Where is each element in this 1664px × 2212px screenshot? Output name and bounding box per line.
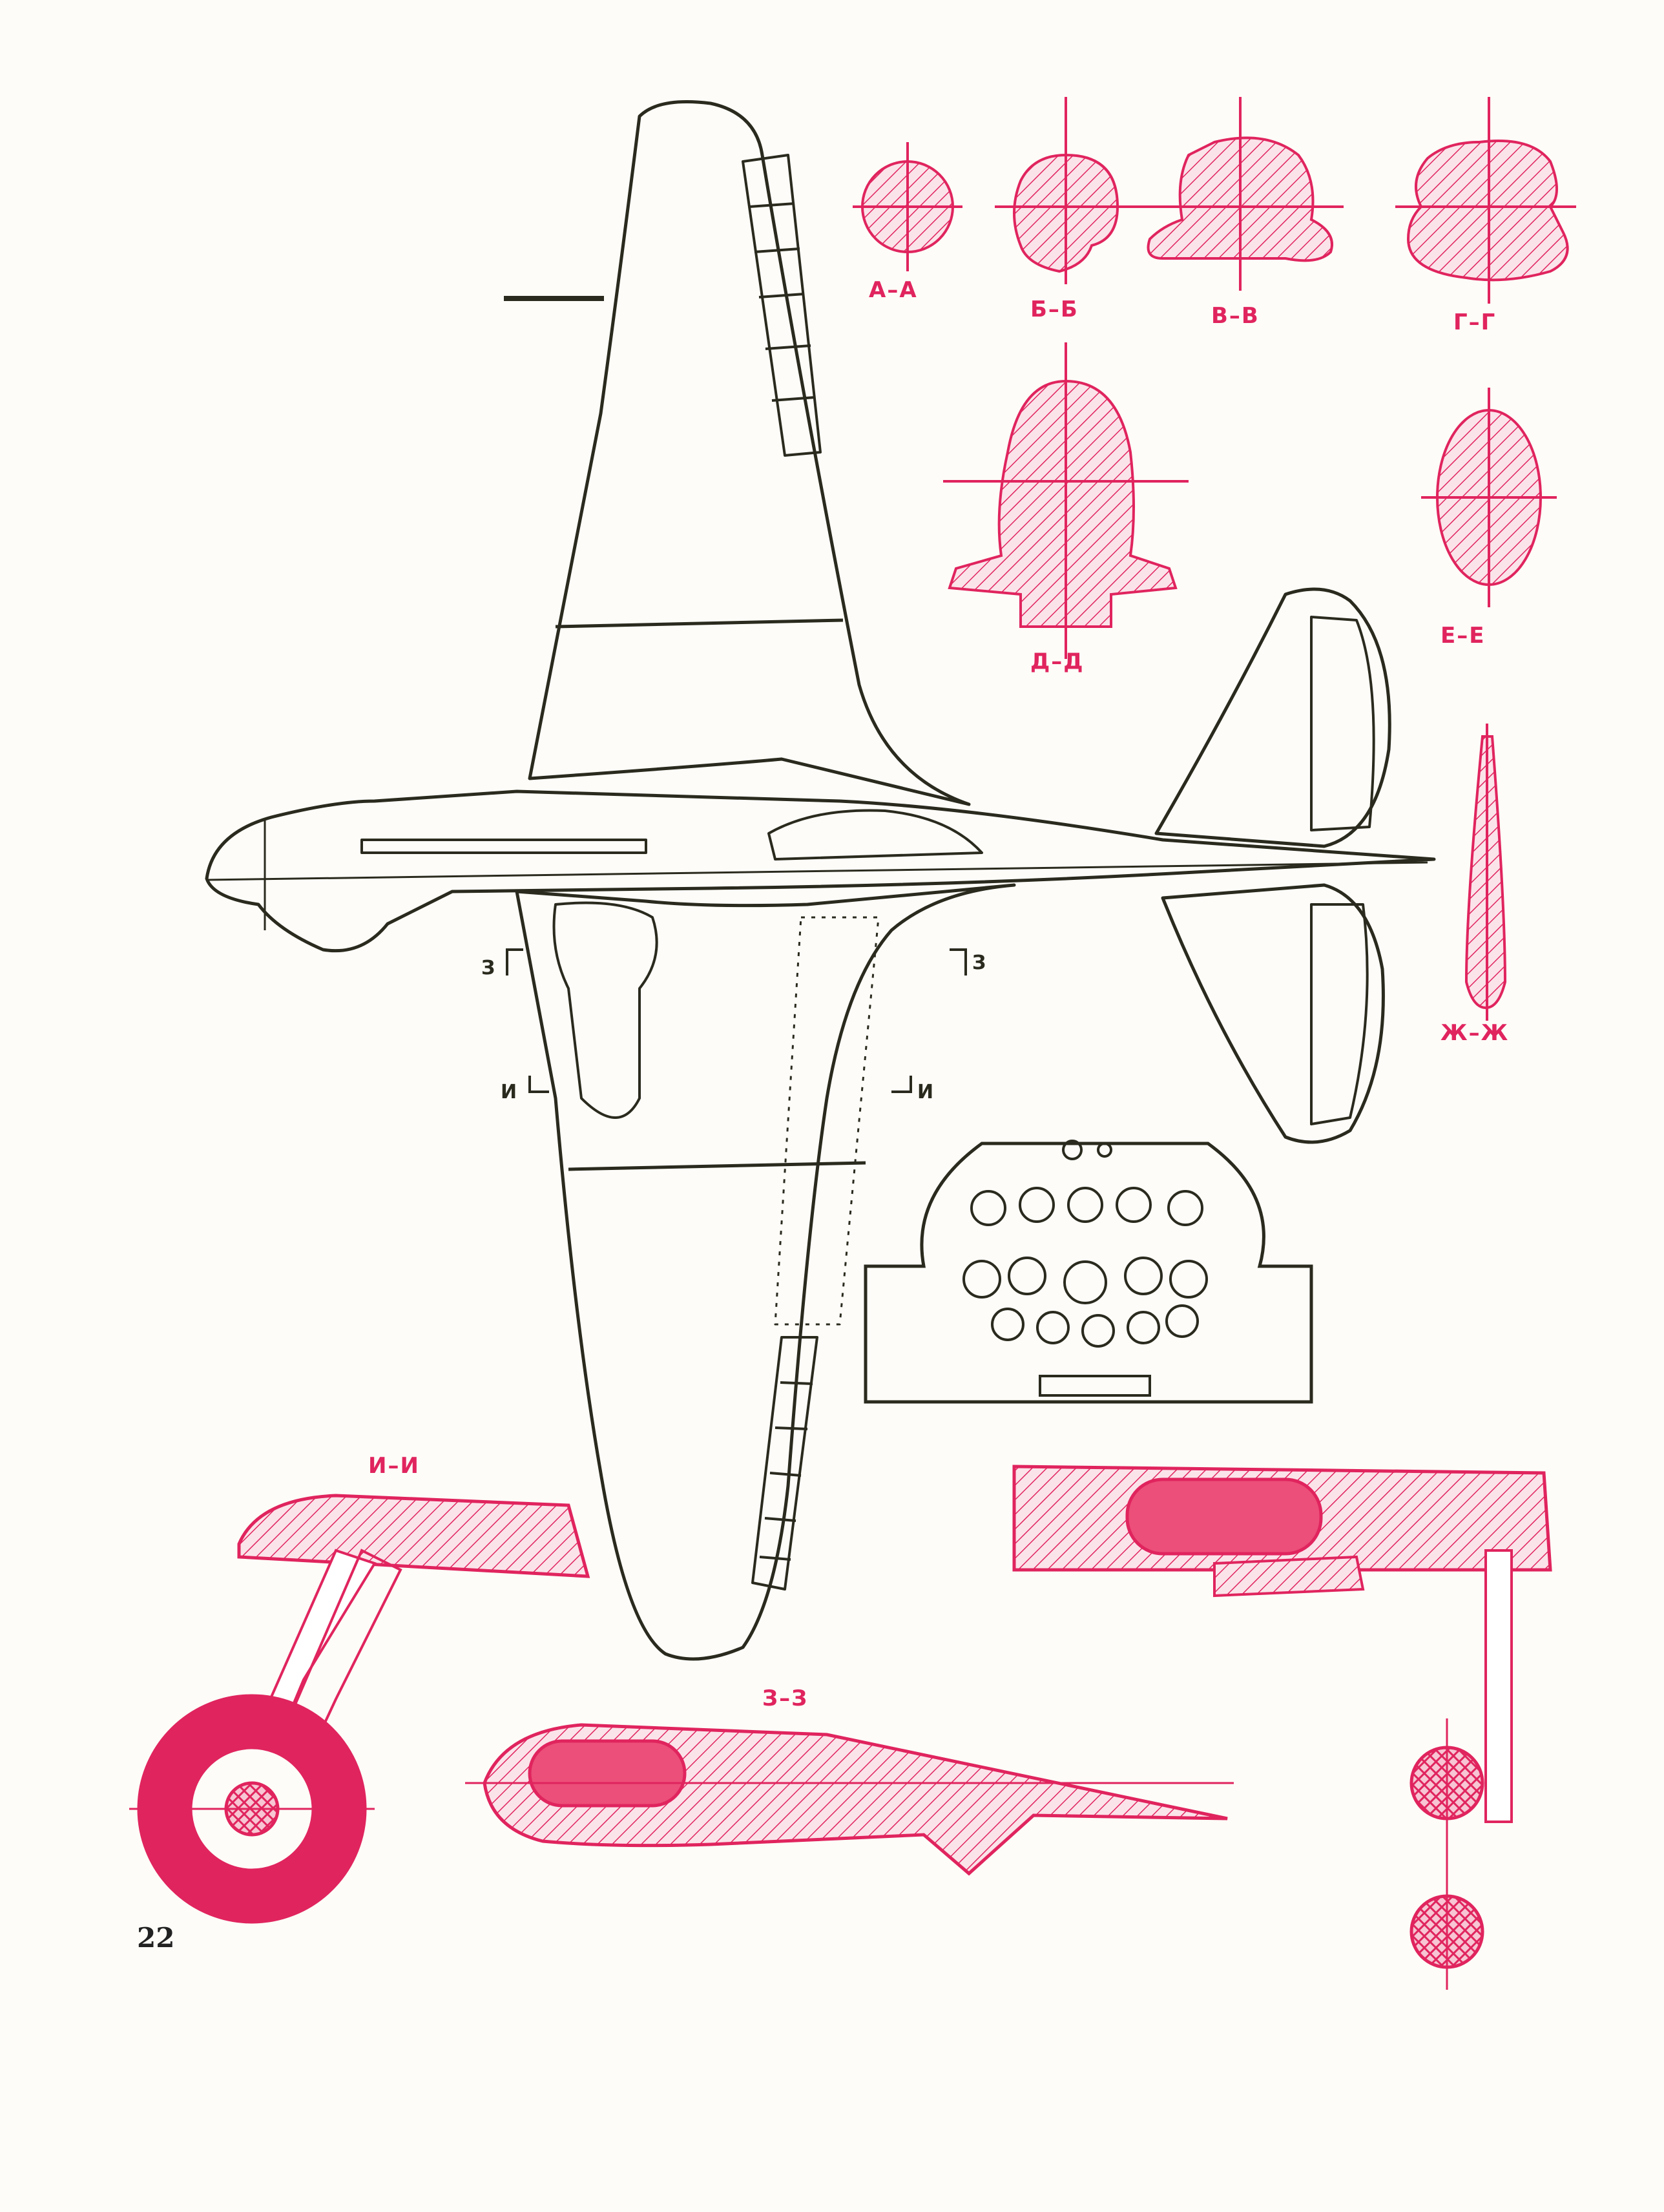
instrument-panel bbox=[864, 1140, 1313, 1404]
lower-stabilizer bbox=[1161, 883, 1385, 1144]
section-label-aa: А–А bbox=[869, 277, 918, 303]
landing-gear-section bbox=[129, 1494, 590, 1924]
cut-markers bbox=[506, 948, 967, 1093]
section-label-gg: Г–Г bbox=[1453, 309, 1496, 335]
cut-marker-i-right: И bbox=[917, 1081, 933, 1103]
cross-sections bbox=[853, 97, 1576, 1021]
wing-section-zz bbox=[465, 1723, 1234, 1876]
upper-stabilizer bbox=[1154, 587, 1391, 848]
section-label-vv: В–В bbox=[1211, 303, 1260, 329]
section-label-zhzh: Ж–Ж bbox=[1440, 1020, 1509, 1046]
tail-wheel-section bbox=[1012, 1465, 1552, 1990]
upper-aileron bbox=[742, 154, 822, 457]
canopy bbox=[767, 809, 983, 861]
aircraft-plan-view bbox=[205, 100, 1436, 1661]
section-label-bb: Б–Б bbox=[1030, 297, 1079, 322]
lower-aileron bbox=[751, 1336, 818, 1591]
page-number: 22 bbox=[137, 1922, 175, 1954]
cut-marker-z-left: З bbox=[481, 957, 495, 979]
section-label-ii: И–И bbox=[368, 1453, 420, 1479]
section-label-ee: Е–Е bbox=[1440, 623, 1485, 649]
lower-wing bbox=[515, 883, 1016, 1661]
cut-marker-z-right: З bbox=[972, 952, 986, 974]
cut-marker-i-left: И bbox=[501, 1081, 517, 1103]
gear-bay bbox=[552, 901, 658, 1119]
section-label-zz: З–З bbox=[762, 1685, 808, 1711]
upper-wing bbox=[528, 100, 971, 806]
section-label-dd: Д–Д bbox=[1030, 649, 1085, 674]
fuselage bbox=[205, 789, 1436, 953]
